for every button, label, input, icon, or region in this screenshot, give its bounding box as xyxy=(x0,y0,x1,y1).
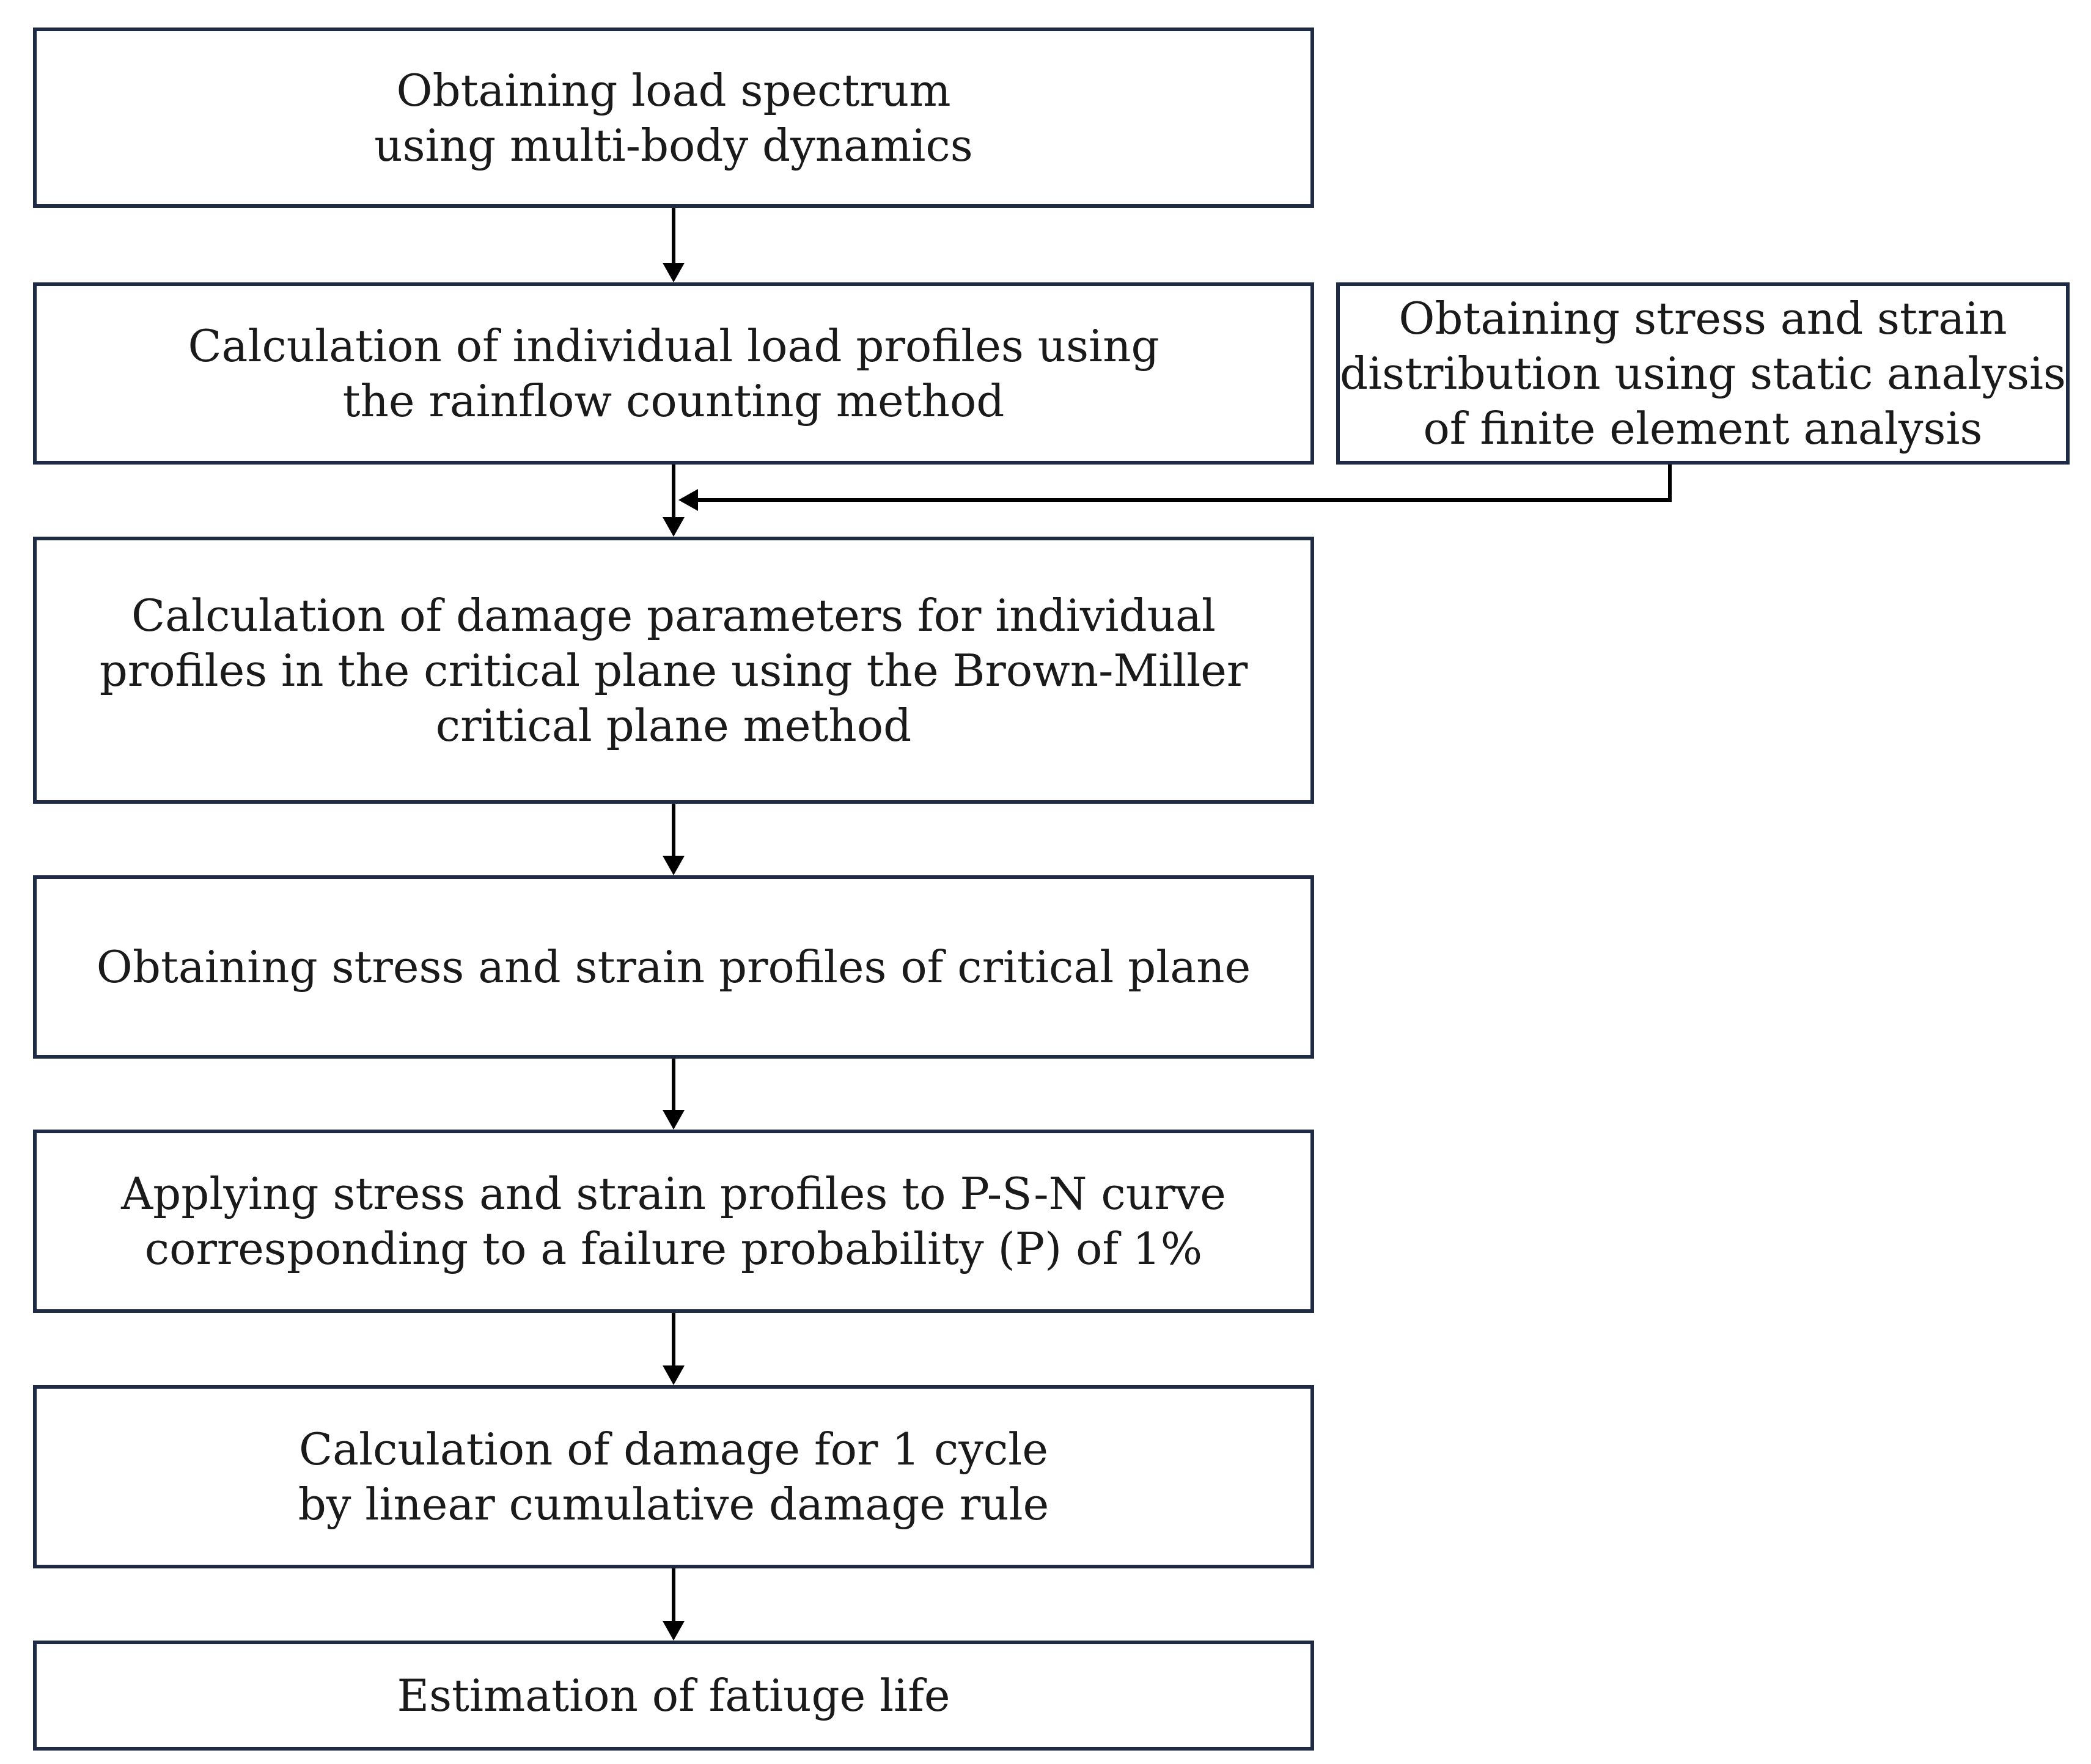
arrow-step3-to-step4 xyxy=(663,804,685,875)
arrow-step4-to-step5 xyxy=(663,1059,685,1130)
step-critical-plane-profiles: Obtaining stress and strain profiles of … xyxy=(33,875,1314,1059)
step-text-line: corresponding to a failure probability (… xyxy=(144,1223,1203,1274)
step-text-line: Calculation of damage for 1 cycle xyxy=(299,1424,1048,1475)
side-stress-strain-distribution: Obtaining stress and strain distribution… xyxy=(1336,282,2070,465)
arrow-step6-to-step7 xyxy=(663,1568,685,1641)
arrow-step2-to-step3 xyxy=(663,465,685,537)
side-text-line: of finite element analysis xyxy=(1423,403,1983,454)
step-text-line: Obtaining load spectrum xyxy=(396,64,951,116)
step-text-line: Estimation of fatiuge life xyxy=(397,1670,950,1721)
step-text-line: the rainflow counting method xyxy=(342,375,1005,427)
step-text-line: by linear cumulative damage rule xyxy=(298,1479,1049,1530)
arrow-side-to-main xyxy=(678,465,1672,511)
step-text-line: Calculation of damage parameters for ind… xyxy=(131,589,1216,641)
side-text-line: Obtaining stress and strain xyxy=(1398,293,2007,344)
step-text-line: Obtaining stress and strain profiles of … xyxy=(96,941,1251,993)
step-psn-curve: Applying stress and strain profiles to P… xyxy=(33,1130,1314,1313)
step-text-line: critical plane method xyxy=(435,699,912,751)
step-damage-one-cycle: Calculation of damage for 1 cycle by lin… xyxy=(33,1385,1314,1568)
step-individual-load-profiles: Calculation of individual load profiles … xyxy=(33,282,1314,465)
step-text-line: Calculation of individual load profiles … xyxy=(188,320,1159,372)
arrow-step1-to-step2 xyxy=(663,208,685,282)
step-fatigue-life: Estimation of fatiuge life xyxy=(33,1641,1314,1751)
side-text-line: distribution using static analysis xyxy=(1340,348,2066,399)
step-text-line: Applying stress and strain profiles to P… xyxy=(121,1168,1226,1219)
step-text-line: using multi-body dynamics xyxy=(374,119,973,171)
step-damage-parameters: Calculation of damage parameters for ind… xyxy=(33,537,1314,804)
step-text-line: profiles in the critical plane using the… xyxy=(99,644,1248,696)
arrow-step5-to-step6 xyxy=(663,1313,685,1385)
step-obtaining-load-spectrum: Obtaining load spectrum using multi-body… xyxy=(33,28,1314,208)
